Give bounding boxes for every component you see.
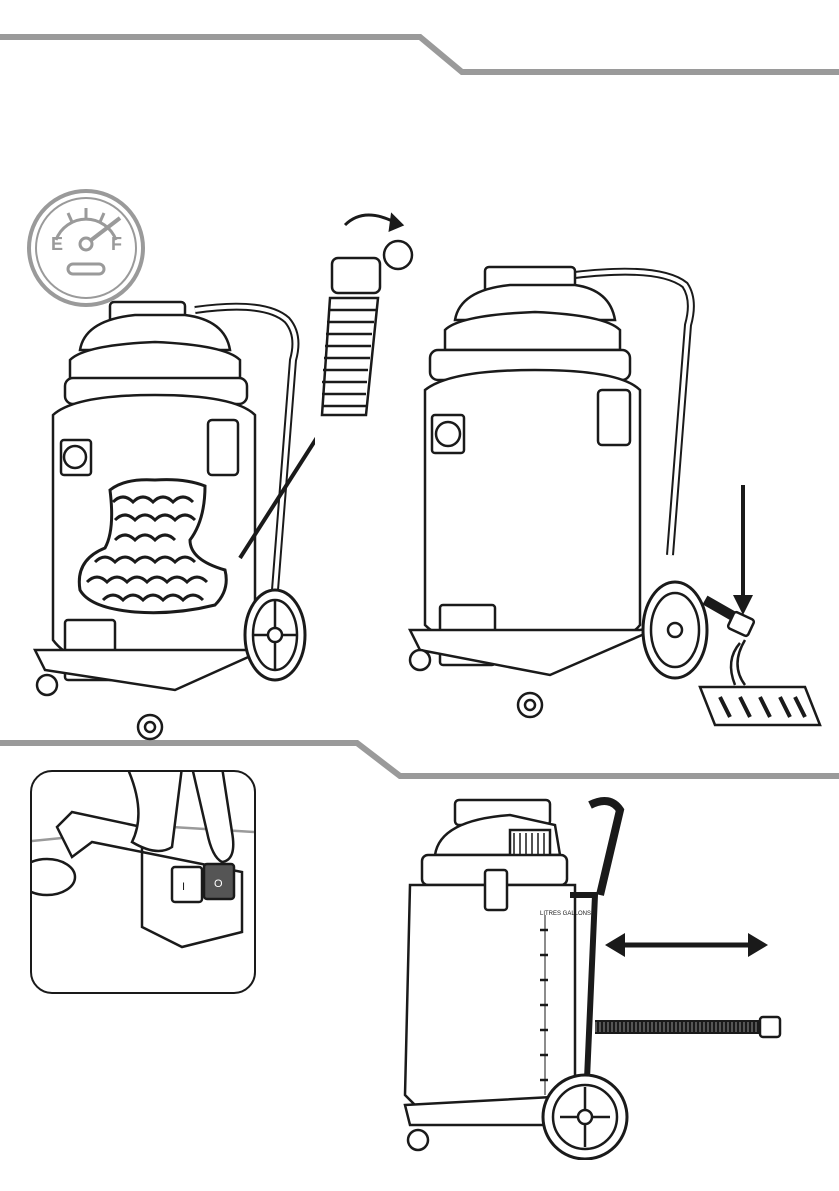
vacuum-full-illustration (25, 290, 315, 745)
vacuum-side-illustration: LITRES GALLONS (390, 795, 795, 1160)
top-banner-line (0, 37, 839, 72)
gauge-full-label: F (111, 234, 122, 254)
scale-label: LITRES GALLONS (540, 911, 591, 917)
vacuum-draining-illustration (400, 255, 835, 735)
double-arrow-right-head (748, 933, 768, 957)
power-switch-icon: I O (32, 772, 254, 992)
switch-inset-panel: I O (30, 770, 256, 994)
switch-right-mark: O (214, 878, 223, 890)
gauge-empty-label: E (51, 234, 63, 254)
switch-left-mark: I (182, 881, 185, 893)
double-arrow-left-head (605, 933, 625, 957)
